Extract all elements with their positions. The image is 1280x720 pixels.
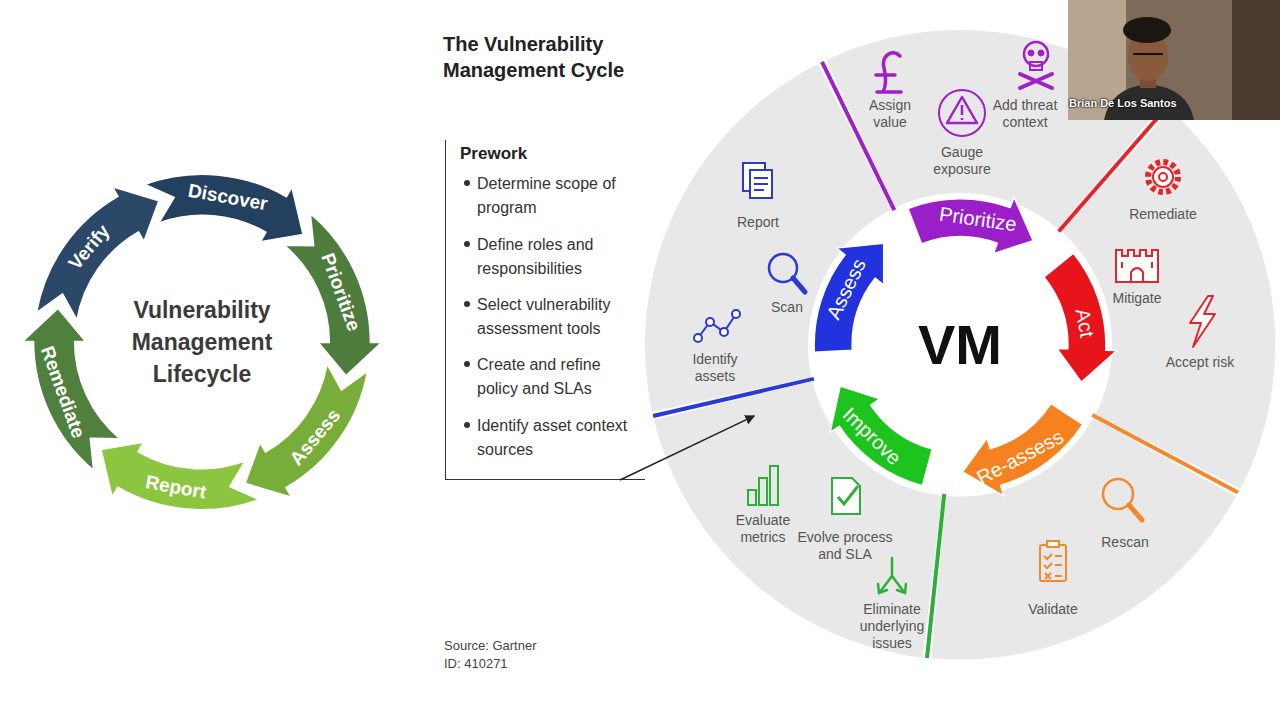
- prework-item: Select vulnerability assessment tools: [477, 293, 645, 341]
- cycle-arrow: Remediate: [0, 327, 128, 457]
- step-label: Gauge exposure: [926, 144, 998, 178]
- bullet-dot: [464, 422, 470, 428]
- sector-outline: [927, 416, 1238, 660]
- cycle-arrow: Prioritize: [276, 227, 406, 357]
- sector-shape: [654, 381, 942, 658]
- webcam-person: [1140, 74, 1156, 88]
- arrow-shape: [101, 442, 259, 510]
- bullet-dot: [464, 180, 470, 186]
- step-label: Validate: [1013, 601, 1093, 618]
- cycle-arrow: Discover: [163, 132, 293, 262]
- phase-sector: RescanValidate: [927, 416, 1238, 660]
- phase-arrow: Re-assess: [955, 392, 1085, 522]
- step-label: Assign value: [860, 97, 920, 131]
- bullet-dot: [464, 241, 470, 247]
- step-label: Mitigate: [1092, 290, 1182, 307]
- prework-item: Define roles and responsibilities: [477, 233, 645, 281]
- arrow-shape: [284, 213, 381, 375]
- webcam-panel: Brian De Los Santos: [1068, 0, 1280, 120]
- step-label: Evolve process and SLA: [793, 529, 897, 563]
- sector-divider: [927, 494, 944, 658]
- sector-divider: [822, 62, 894, 210]
- vm-hub: VM: [862, 247, 1058, 443]
- arrow-label: Act: [1073, 307, 1098, 339]
- cycle-arrow: Verify: [24, 182, 154, 312]
- hub-label: Vulnerability Management Lifecycle: [107, 294, 297, 391]
- speaker-name: Brian De Los Santos: [1069, 97, 1177, 110]
- step-label: Rescan: [1085, 534, 1165, 551]
- source-note: ID: 410271: [444, 656, 508, 672]
- bullet-dot: [464, 301, 470, 307]
- step-label: Report: [718, 214, 798, 231]
- bullet-dot: [464, 361, 470, 367]
- phase-arrow: Improve: [807, 371, 937, 501]
- arrow-shape: [145, 174, 303, 242]
- step-label: Accept risk: [1155, 354, 1245, 371]
- prework-item: Determine scope of program: [477, 172, 645, 220]
- prework-box: PreworkDetermine scope of programDefine …: [445, 140, 645, 480]
- webcam-shelf: [1232, 0, 1280, 120]
- phase-arrow: Prioritize: [913, 154, 1043, 284]
- lifecycle-hub: Vulnerability Management Lifecycle: [82, 222, 322, 462]
- arrow-shape: [245, 364, 367, 497]
- webcam-person: [1133, 53, 1163, 55]
- arrow-shape: [908, 197, 1033, 253]
- step-label: Evaluate metrics: [730, 512, 796, 546]
- cycle-arrow: Assess: [250, 372, 380, 502]
- step-label: Remediate: [1118, 206, 1208, 223]
- webcam-person: [1123, 17, 1171, 43]
- step-label: Eliminate underlying issues: [855, 601, 929, 652]
- source-note: Source: Gartner: [444, 638, 537, 654]
- sector-divider: [1092, 415, 1238, 492]
- phase-arrow: Assess: [781, 224, 911, 354]
- prework-item: Create and refine policy and SLAs: [477, 353, 645, 401]
- prework-heading: Prework: [460, 144, 527, 164]
- step-label: Scan: [747, 299, 827, 316]
- arrow-shape: [23, 309, 120, 471]
- arrow-shape: [37, 187, 159, 320]
- prework-item: Identify asset context sources: [477, 414, 645, 462]
- webcam-person: [1128, 31, 1168, 81]
- title: The Vulnerability Management Cycle: [443, 31, 658, 83]
- hub-label: VM: [890, 314, 1030, 376]
- phase-arrow: Act: [1020, 258, 1150, 388]
- cycle-arrow: Report: [111, 422, 241, 552]
- sector-shape: [931, 418, 1236, 660]
- step-label: Add threat context: [987, 97, 1063, 131]
- step-label: Identify assets: [680, 351, 750, 385]
- webcam-background: [1068, 0, 1280, 120]
